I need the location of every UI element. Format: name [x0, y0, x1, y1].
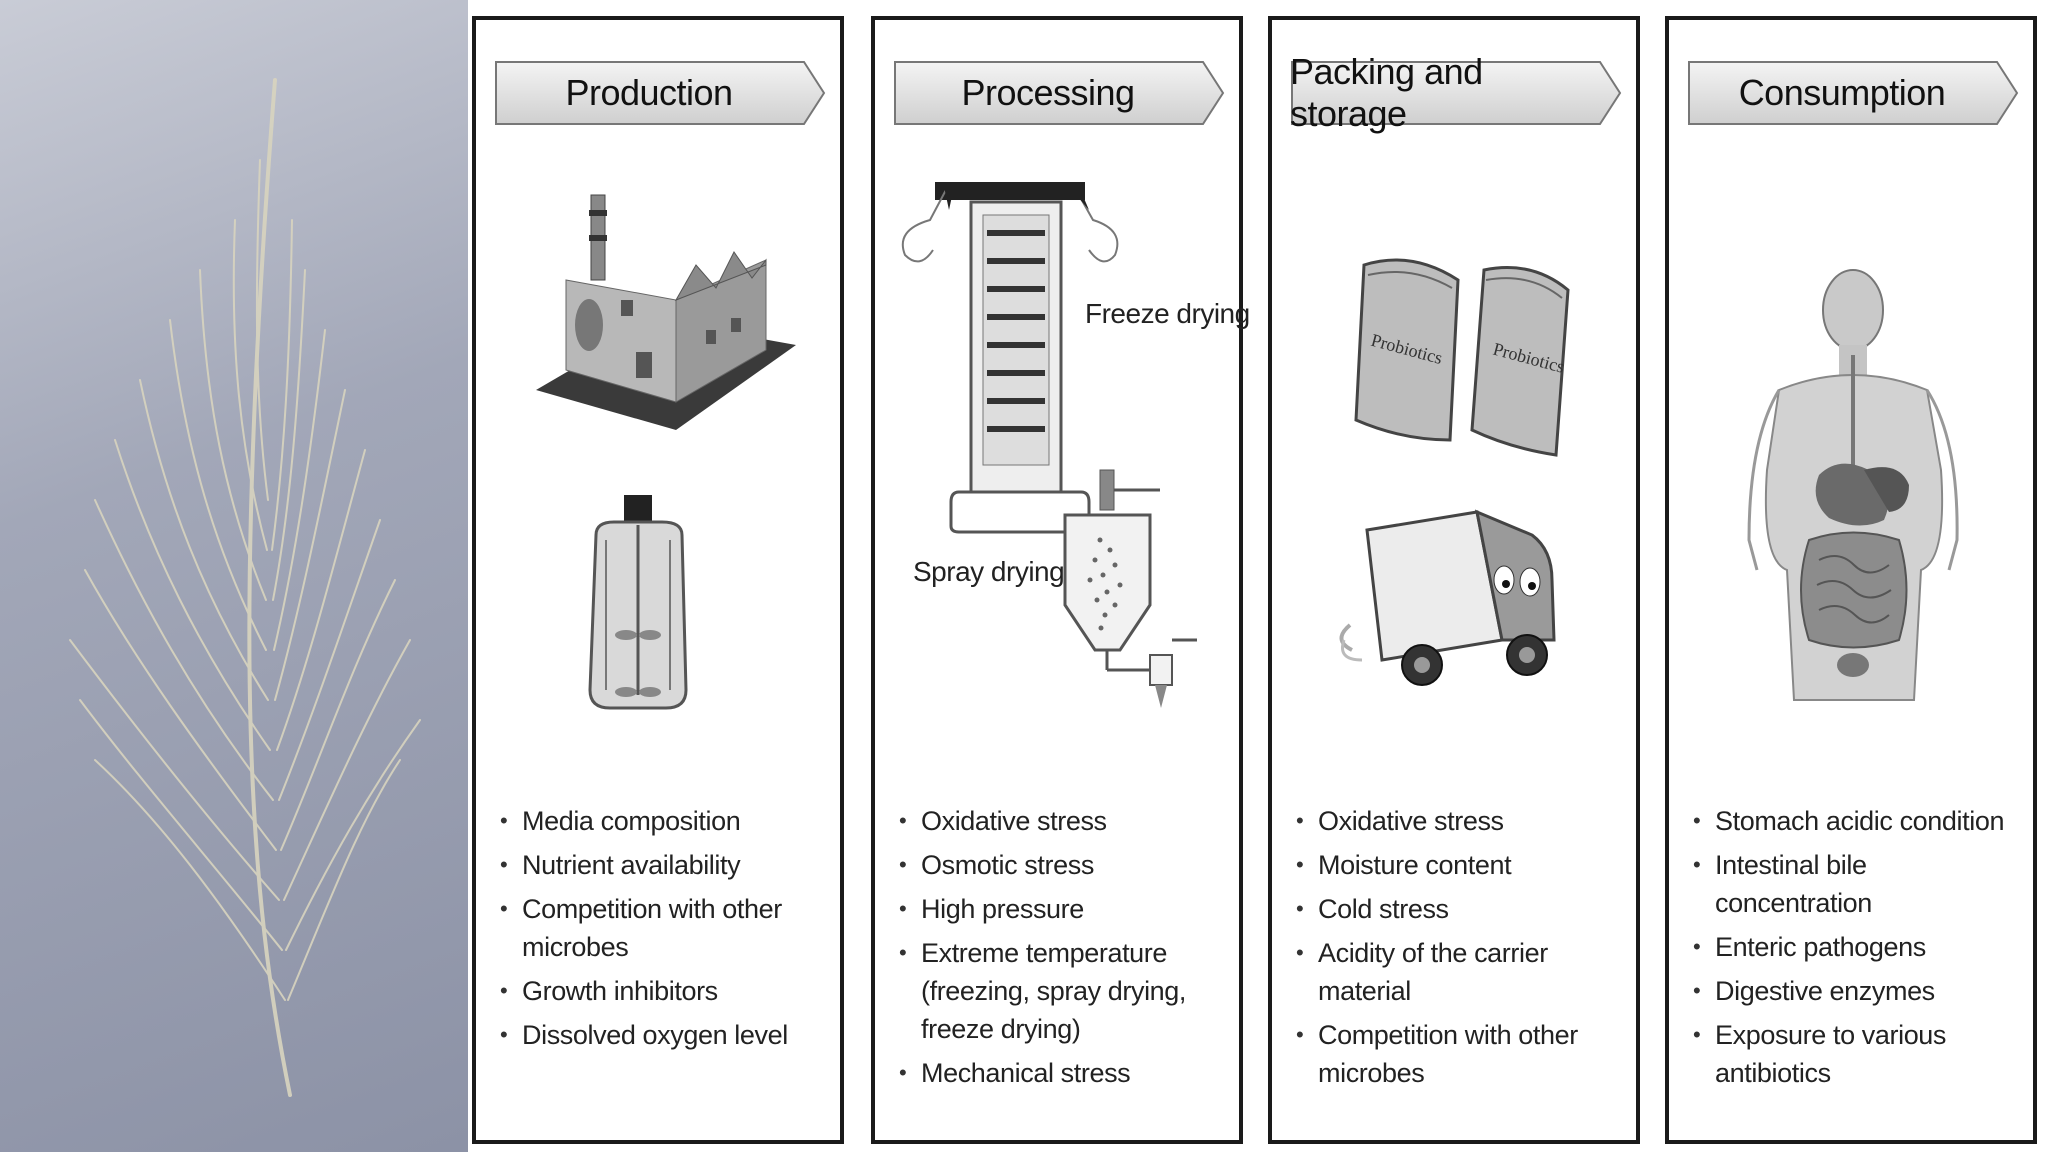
- factor-list: Stomach acidic condition Intestinal bile…: [1687, 802, 2027, 1098]
- factor-item: Exposure to various antibiotics: [1687, 1016, 2027, 1092]
- bioreactor-icon: [588, 495, 688, 710]
- freeze-drying-label: Freeze drying: [1085, 298, 1250, 329]
- factor-item: Oxidative stress: [1290, 802, 1630, 840]
- factor-item: Nutrient availability: [494, 846, 834, 884]
- factory-icon: [536, 194, 796, 430]
- delivery-truck-icon: [1339, 509, 1556, 686]
- header-consumption: Consumption: [1687, 58, 2021, 128]
- consumption-illustrations: [1669, 140, 2033, 780]
- factor-item: Digestive enzymes: [1687, 972, 2027, 1010]
- factor-item: Stomach acidic condition: [1687, 802, 2027, 840]
- probiotic-bag-icon: [1354, 258, 1460, 442]
- background-panel: [0, 0, 468, 1152]
- chevron-arrow-shape: [495, 61, 826, 125]
- header-production: Production: [494, 58, 828, 128]
- column-title: Processing: [961, 72, 1135, 113]
- column-title: Packing and storage: [1290, 51, 1483, 134]
- chevron-arrow-shape: [1291, 61, 1622, 125]
- factor-item: Enteric pathogens: [1687, 928, 2027, 966]
- human-digestive-system-icon: [1747, 269, 1959, 701]
- packing-illustrations: Probiotics Probiotics: [1272, 140, 1636, 780]
- factor-item: Growth inhibitors: [494, 972, 834, 1010]
- factor-item: Mechanical stress: [893, 1054, 1233, 1092]
- factor-item: Competition with other microbes: [1290, 1016, 1630, 1092]
- factor-list: Oxidative stress Osmotic stress High pre…: [893, 802, 1233, 1098]
- factor-item: Oxidative stress: [893, 802, 1233, 840]
- column-production: Production: [472, 16, 844, 1144]
- column-packing-storage: Packing and storage Probiotics Probiotic…: [1268, 16, 1640, 1144]
- factor-list: Oxidative stress Moisture content Cold s…: [1290, 802, 1630, 1098]
- factor-item: Osmotic stress: [893, 846, 1233, 884]
- factor-list: Media composition Nutrient availability …: [494, 802, 834, 1060]
- factor-item: Intestinal bile concentration: [1687, 846, 2027, 922]
- factor-item: Dissolved oxygen level: [494, 1016, 834, 1054]
- spray-drying-label: Spray drying: [913, 556, 1065, 587]
- factor-item: Cold stress: [1290, 890, 1630, 928]
- feather-decoration: [69, 78, 421, 1097]
- processing-illustrations: Freeze drying Spray drying: [875, 140, 1250, 780]
- chevron-arrow-shape: [1688, 61, 2019, 125]
- factor-item: Media composition: [494, 802, 834, 840]
- column-consumption: Consumption: [1665, 16, 2037, 1144]
- freeze-dryer-icon: [901, 182, 1119, 534]
- factor-item: Moisture content: [1290, 846, 1630, 884]
- factor-item: Extreme temperature (freezing, spray dry…: [893, 934, 1233, 1048]
- column-title: Consumption: [1738, 72, 1946, 113]
- factor-item: Acidity of the carrier material: [1290, 934, 1630, 1010]
- stress-factors-diagram: Production: [468, 0, 2048, 1152]
- header-processing: Processing: [893, 58, 1227, 128]
- probiotic-bag-icon: [1470, 266, 1570, 457]
- spray-dryer-icon: [1063, 469, 1197, 708]
- header-packing-storage: Packing and storage: [1290, 51, 1624, 134]
- chevron-arrow-shape: [894, 61, 1225, 125]
- factor-item: High pressure: [893, 890, 1233, 928]
- column-title: Production: [565, 72, 733, 113]
- column-processing: Processing: [871, 16, 1250, 1144]
- production-illustrations: [476, 140, 840, 780]
- factor-item: Competition with other microbes: [494, 890, 834, 966]
